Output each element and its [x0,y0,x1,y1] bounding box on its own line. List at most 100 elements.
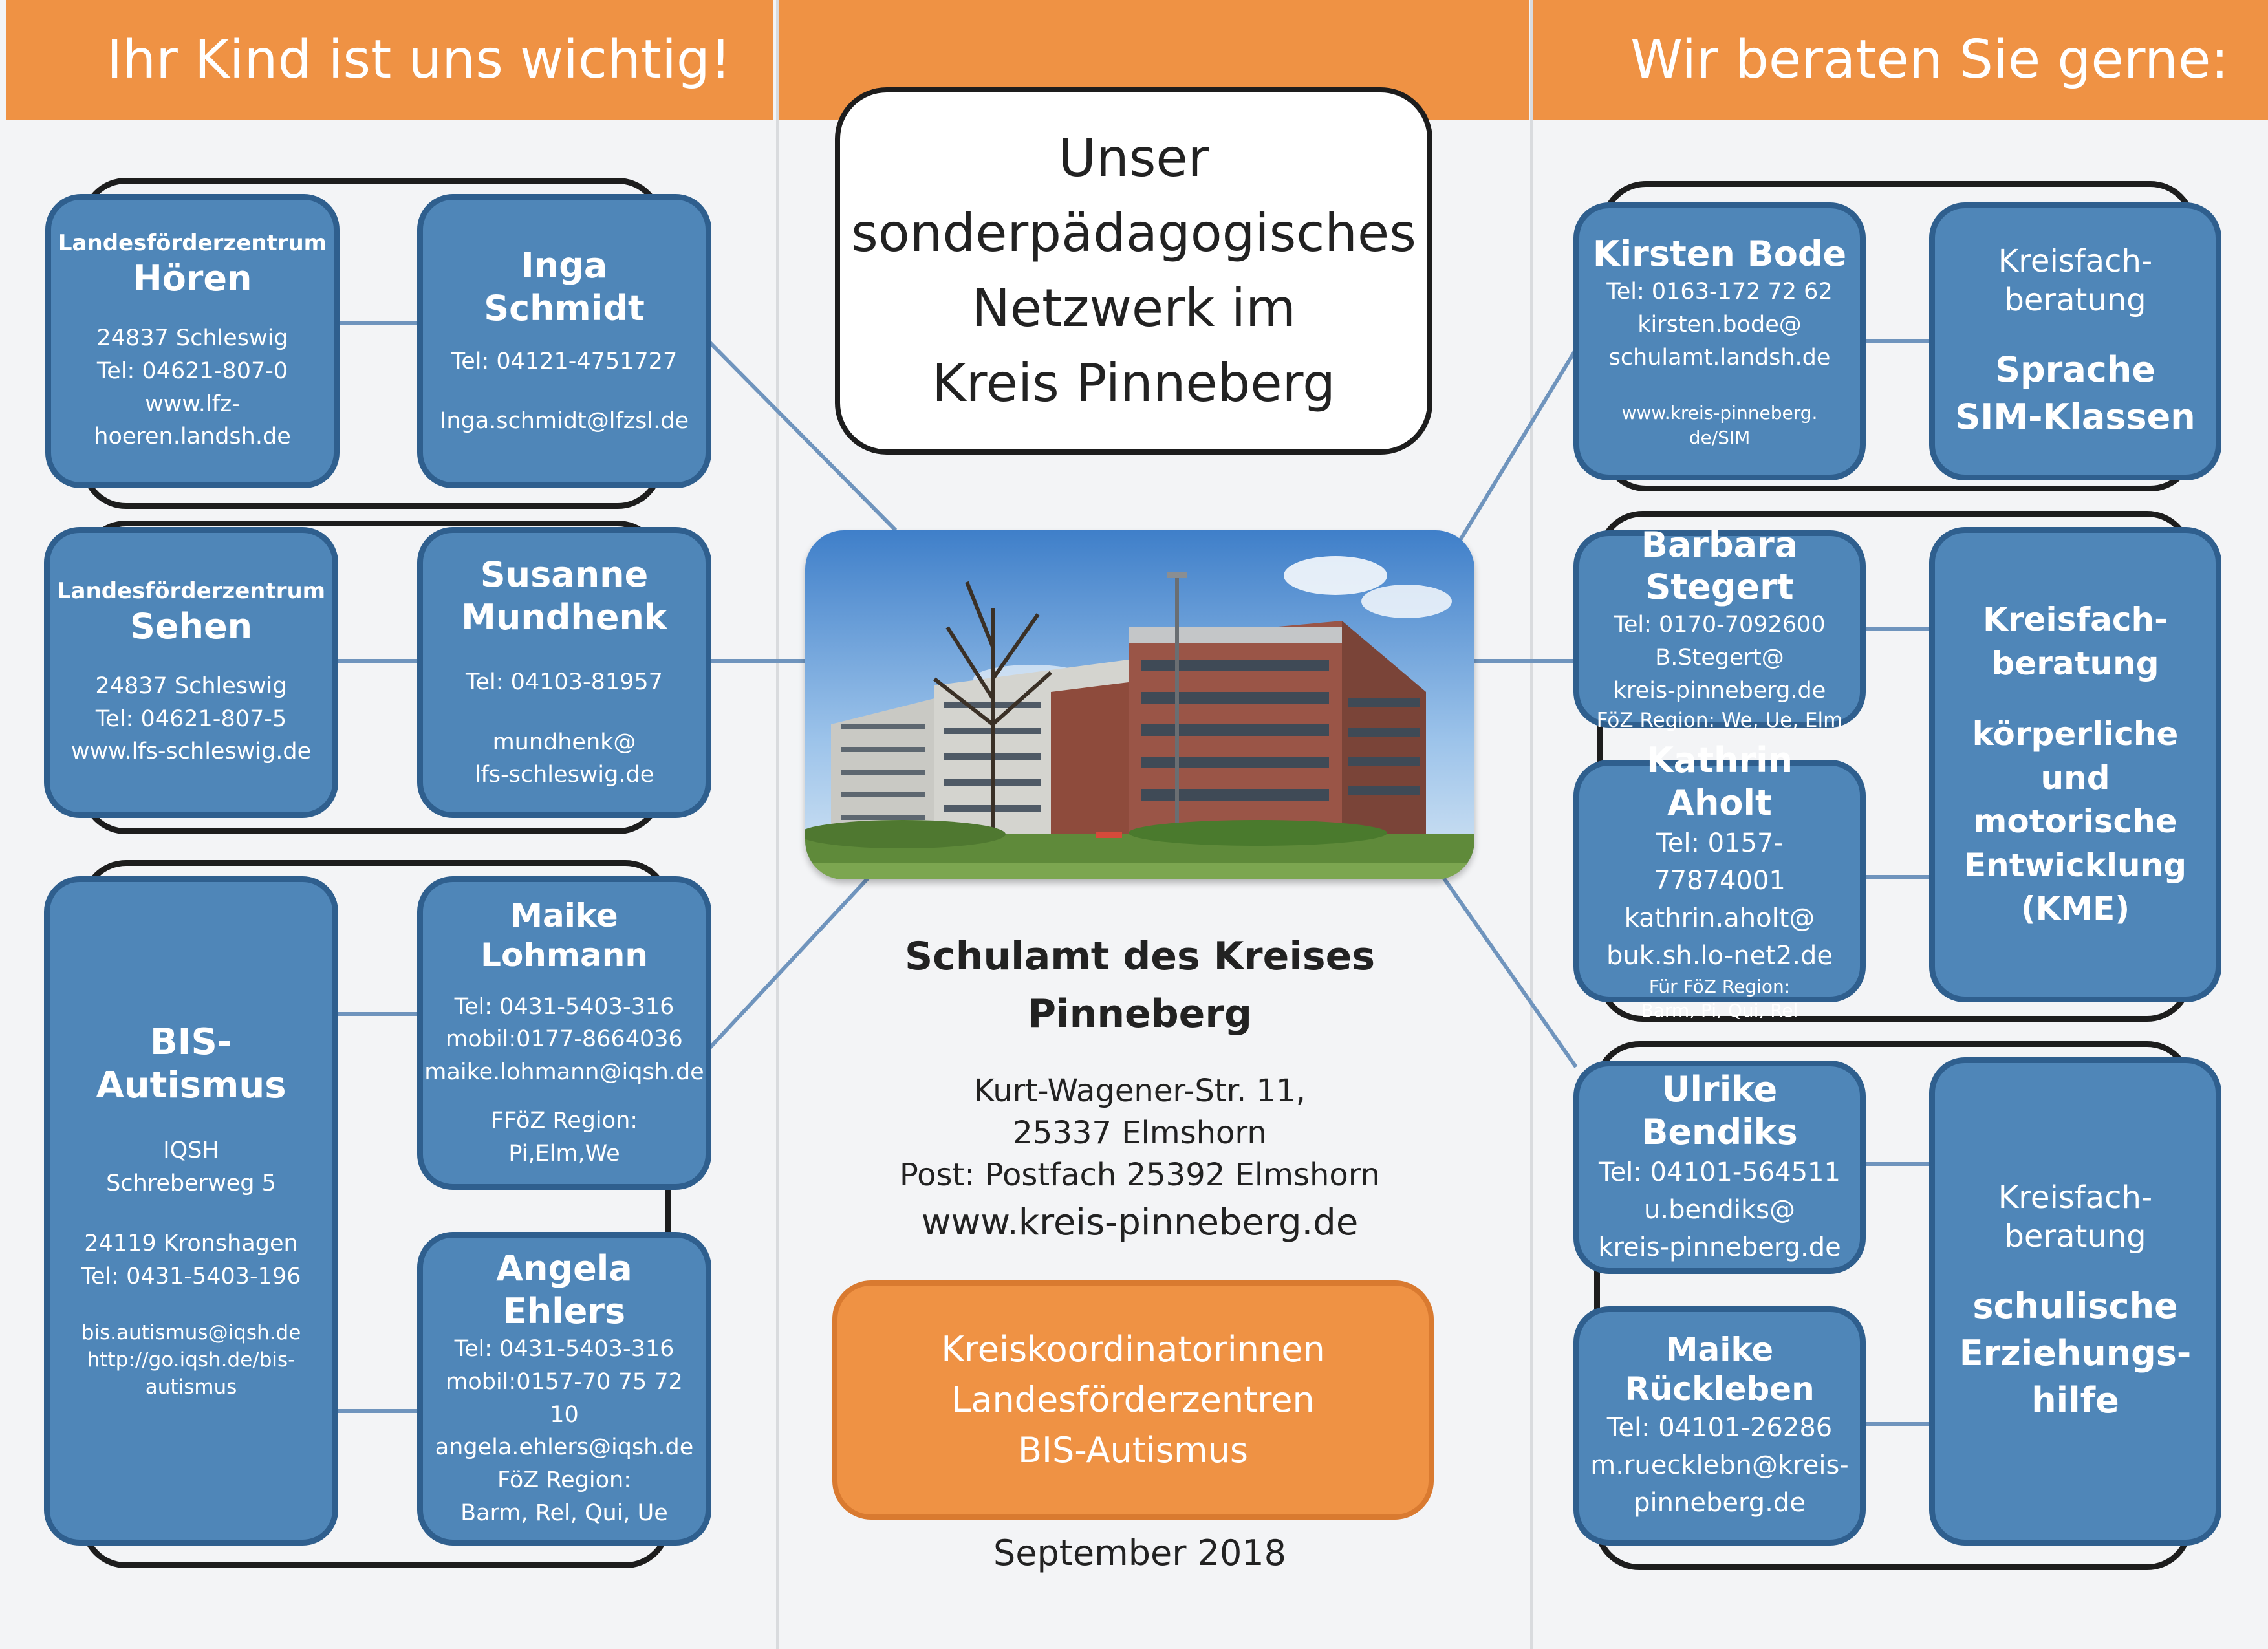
bis-tel: Tel: 0431-5403-196 [81,1263,301,1289]
connector-photo-ulrike [1434,865,1578,1068]
network-title-box: Unser sonderpädagogisches Netzwerk im Kr… [835,87,1432,455]
angela-region: Barm, Rel, Qui, Ue [460,1500,668,1526]
kathrin-region-label: Für FöZ Region: [1648,975,1791,997]
schulamt-website[interactable]: www.kreis-pinneberg.de [921,1202,1359,1244]
angela-tel: Tel: 0431-5403-316 [454,1336,675,1363]
box-kreisfachberatung-sprache: Kreisfach- beratung Sprache SIM-Klassen [1929,202,2221,480]
kme-label-1: Kreisfach- [1983,601,2168,639]
sehen-title: Sehen [129,606,253,647]
coordinators-line-1: Kreiskoordinatorinnen [941,1328,1325,1370]
barbara-region: FöZ Region: We, Ue, Elm [1596,708,1843,732]
bis-web-1[interactable]: http://go.iqsh.de/bis- [87,1348,296,1372]
kme-label-2: beratung [1991,644,2159,682]
box-lfz-hoeren: Landesförderzentrum Hören 24837 Schleswi… [45,194,340,488]
hoeren-line-2: Tel: 04621-807-0 [96,358,288,384]
maike-r-email-2[interactable]: pinneberg.de [1634,1488,1806,1518]
box-angela-ehlers: Angela Ehlers Tel: 0431-5403-316 mobil:0… [417,1232,711,1546]
box-kreisfachberatung-kme: Kreisfach- beratung körperliche und moto… [1929,527,2221,1002]
maike-l-region-label: FFöZ Region: [490,1107,638,1134]
sehen-line-3[interactable]: www.lfs-schleswig.de [70,738,312,765]
fold-line-left [776,0,779,1649]
hoeren-line-4: hoeren.landsh.de [94,424,291,450]
right-header-title: Wir beraten Sie gerne: [1630,29,2229,91]
kme-topic-3: Entwicklung [1964,846,2187,884]
kathrin-email-2[interactable]: buk.sh.lo-net2.de [1606,940,1833,971]
sprache-topic-1: Sprache [1995,349,2155,391]
left-header-title: Ihr Kind ist uns wichtig! [107,29,731,91]
schulamt-address-2: 25337 Elmshorn [1013,1114,1267,1151]
kathrin-region: Barm, Pi, Qui, Rel [1641,1000,1798,1022]
ulrike-email-2[interactable]: kreis-pinneberg.de [1598,1232,1841,1262]
kathrin-name: Kathrin Aholt [1646,739,1793,823]
kirsten-email-1[interactable]: kirsten.bode@ [1637,311,1802,338]
hoeren-line-3: www.lfz- [145,391,240,417]
maike-r-tel: Tel: 04101-26286 [1606,1413,1833,1443]
title-line-2: sonderpädagogisches [851,203,1416,263]
kme-topic-4: (KME) [2020,890,2130,928]
box-barbara-stegert: Barbara Stegert Tel: 0170-7092600 B.Steg… [1573,524,1866,732]
schulamt-address-3: Post: Postfach 25392 Elmshorn [899,1156,1381,1193]
kme-topic-2: und motorische [1973,759,2177,841]
kathrin-email-1[interactable]: kathrin.aholt@ [1624,903,1815,933]
kirsten-web[interactable]: www.kreis-pinneberg. de/SIM [1621,402,1818,449]
coordinators-line-3: BIS-Autismus [1018,1430,1248,1471]
box-kathrin-aholt: Kathrin Aholt Tel: 0157-77874001 kathrin… [1573,740,1866,1021]
kirsten-tel: Tel: 0163-172 72 62 [1606,279,1833,305]
maike-l-tel: Tel: 0431-5403-316 [454,993,675,1020]
susanne-email-1[interactable]: mundhenk@ [492,729,636,755]
inga-email[interactable]: Inga.schmidt@lfzsl.de [440,408,689,435]
title-line-1: Unser [1058,128,1209,188]
angela-mobil: mobil:0157-70 75 72 10 [446,1368,683,1428]
erziehung-label-2: beratung [2004,1218,2146,1255]
kirsten-name: Kirsten Bode [1592,233,1847,275]
inga-tel: Tel: 04121-4751727 [451,348,678,374]
barbara-tel: Tel: 0170-7092600 [1614,612,1826,638]
sehen-line-1: 24837 Schleswig [95,673,287,699]
maike-l-name: Maike Lohmann [481,896,648,974]
erziehung-topic-1: schulische [1972,1286,2178,1327]
barbara-email-2[interactable]: kreis-pinneberg.de [1613,677,1826,704]
coordinators-line-2: Landesförderzentren [951,1379,1315,1420]
sehen-line-2: Tel: 04621-807-5 [95,706,287,732]
title-line-3: Netzwerk im [971,278,1296,338]
bis-web-2[interactable]: autismus [145,1375,237,1399]
box-lfz-sehen: Landesförderzentrum Sehen 24837 Schleswi… [44,527,338,818]
connector-photo-kirsten [1456,348,1578,544]
right-header-band: Wir beraten Sie gerne: [1533,0,2268,120]
box-kreisfachberatung-erziehung: Kreisfach- beratung schulische Erziehung… [1929,1057,2221,1546]
ulrike-email-1[interactable]: u.bendiks@ [1644,1194,1795,1225]
susanne-name-2: Mundhenk [461,596,667,638]
schulamt-address-1: Kurt-Wagener-Str. 11, [974,1073,1306,1109]
bis-address-2: Schreberweg 5 [106,1170,276,1197]
maike-r-email-1[interactable]: m.ruecklebn@kreis- [1590,1450,1849,1480]
schulamt-building-photo [805,530,1474,879]
angela-email[interactable]: angela.ehlers@iqsh.de [435,1434,694,1461]
maike-l-region: Pi,Elm,We [508,1140,620,1167]
maike-l-email[interactable]: maike.lohmann@iqsh.de [424,1059,704,1086]
kirsten-email-2[interactable]: schulamt.landsh.de [1608,344,1831,371]
bis-title-1: BIS- [149,1021,233,1064]
barbara-email-1[interactable]: B.Stegert@ [1655,645,1784,671]
bis-title-2: Autismus [96,1064,286,1107]
kathrin-tel: Tel: 0157-77874001 [1654,828,1786,896]
box-maike-rueckleben: Maike Rückleben Tel: 04101-26286 m.rueck… [1573,1306,1866,1546]
box-inga-schmidt: Inga Schmidt Tel: 04121-4751727 Inga.sch… [417,194,711,488]
schulamt-name-1: Schulamt des Kreises [904,934,1376,979]
susanne-email-2[interactable]: lfs-schleswig.de [474,762,654,788]
box-bis-autismus: BIS- Autismus IQSH Schreberweg 5 24119 K… [44,876,338,1546]
hoeren-line-1: 24837 Schleswig [96,325,288,352]
box-ulrike-bendiks: Ulrike Bendiks Tel: 04101-564511 u.bendi… [1573,1061,1866,1274]
angela-region-label: FöZ Region: [497,1467,631,1494]
hoeren-title: Hören [133,258,252,299]
publication-date: September 2018 [993,1533,1287,1573]
maike-r-name: Maike Rückleben [1625,1331,1815,1408]
bis-address-1: IQSH [163,1137,219,1164]
schulamt-name-2: Pinneberg [1028,991,1252,1037]
schulamt-name: Schulamt des Kreises Pinneberg [789,928,1491,1043]
sehen-small-title: Landesförderzentrum [56,577,326,604]
susanne-tel: Tel: 04103-81957 [466,669,663,695]
fold-line-right [1530,0,1533,1649]
box-kirsten-bode: Kirsten Bode Tel: 0163-172 72 62 kirsten… [1573,202,1866,480]
bis-email[interactable]: bis.autismus@iqsh.de [81,1321,301,1345]
